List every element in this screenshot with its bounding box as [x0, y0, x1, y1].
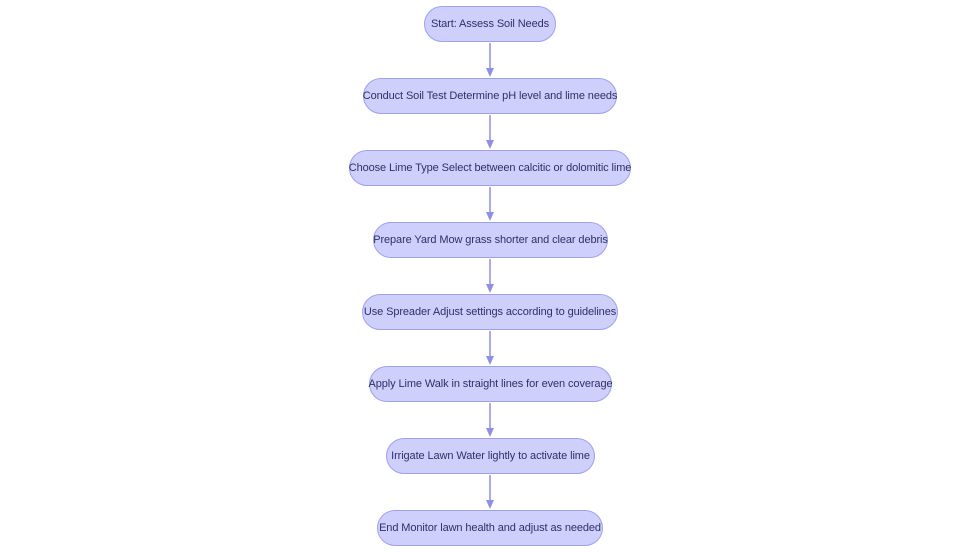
node-lime-type: Choose Lime Type Select between calcitic…: [349, 150, 631, 186]
edge-lime-type-to-prepare-yard: [486, 187, 494, 221]
node-start: Start: Assess Soil Needs: [424, 6, 556, 42]
node-soil-test: Conduct Soil Test Determine pH level and…: [363, 78, 617, 114]
node-start-label: Start: Assess Soil Needs: [430, 18, 550, 30]
node-irrigate: Irrigate Lawn Water lightly to activate …: [386, 438, 595, 474]
node-apply-lime: Apply Lime Walk in straight lines for ev…: [368, 366, 613, 402]
node-lime-type-label: Choose Lime Type Select between calcitic…: [348, 162, 632, 174]
edge-start-to-soil-test: [486, 43, 494, 77]
node-end-label: End Monitor lawn health and adjust as ne…: [379, 522, 601, 534]
edge-soil-test-to-lime-type: [486, 115, 494, 149]
node-soil-test-label: Conduct Soil Test Determine pH level and…: [362, 90, 618, 102]
node-spreader-label: Use Spreader Adjust settings according t…: [363, 306, 617, 318]
node-prepare-yard: Prepare Yard Mow grass shorter and clear…: [373, 222, 608, 258]
node-end: End Monitor lawn health and adjust as ne…: [377, 510, 603, 546]
edge-prepare-yard-to-spreader: [486, 259, 494, 293]
edge-irrigate-to-end: [486, 475, 494, 509]
edge-apply-lime-to-irrigate: [486, 403, 494, 437]
node-prepare-yard-label: Prepare Yard Mow grass shorter and clear…: [373, 234, 608, 246]
node-irrigate-label: Irrigate Lawn Water lightly to activate …: [391, 450, 590, 462]
node-apply-lime-label: Apply Lime Walk in straight lines for ev…: [368, 378, 613, 390]
node-spreader: Use Spreader Adjust settings according t…: [362, 294, 618, 330]
edge-spreader-to-apply-lime: [486, 331, 494, 365]
